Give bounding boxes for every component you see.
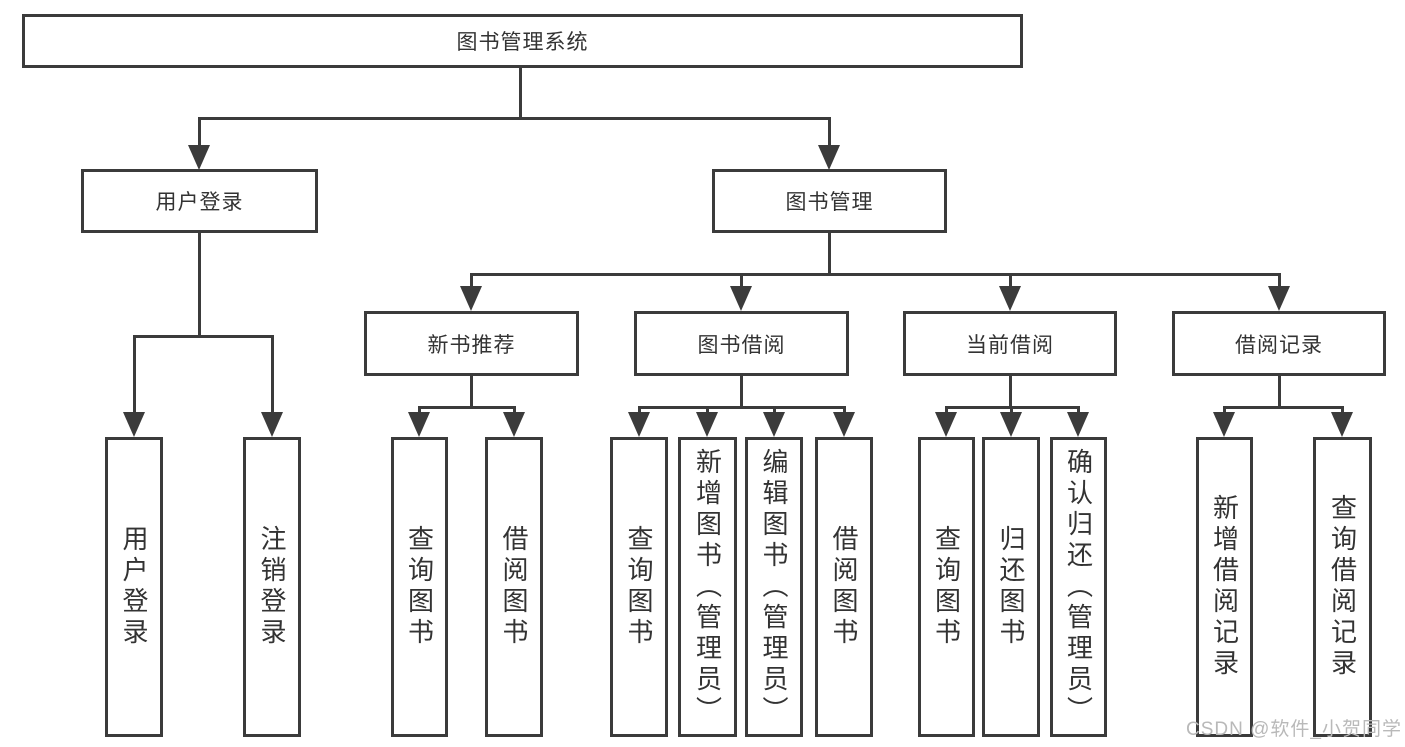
connector [1223, 406, 1344, 409]
node-label: 图书管理 [785, 191, 874, 214]
connector [133, 335, 136, 415]
node-new-book-recommend: 新书推荐 [364, 311, 579, 376]
leaf-label: 查询图书 [931, 525, 962, 649]
node-root-library-system: 图书管理系统 [22, 14, 1023, 68]
node-label: 借阅记录 [1235, 333, 1323, 357]
connector [1010, 406, 1013, 416]
arrowhead [188, 145, 210, 170]
connector [418, 406, 421, 416]
leaf-label: 用户登录 [119, 525, 149, 649]
arrowhead [503, 412, 525, 437]
leaf-label: 借阅图书 [829, 525, 859, 649]
connector [740, 376, 743, 407]
arrowhead [628, 412, 650, 437]
leaf-label: 借阅图书 [499, 525, 529, 649]
arrowhead [763, 412, 785, 437]
node-label: 图书管理系统 [456, 31, 589, 54]
leaf-query-books-borrowing: 查询图书 [610, 437, 668, 737]
leaf-query-books-recommend: 查询图书 [391, 437, 448, 737]
leaf-label: 编辑图书（管理员） [759, 447, 789, 727]
arrowhead [1000, 412, 1022, 437]
leaf-borrow-books-recommend: 借阅图书 [485, 437, 543, 737]
connector [706, 406, 709, 416]
arrowhead [1268, 286, 1290, 311]
leaf-label: 查询图书 [624, 525, 654, 649]
connector [198, 233, 201, 337]
node-book-management: 图书管理 [712, 169, 947, 233]
connector [1009, 376, 1012, 407]
connector [638, 406, 641, 416]
connector [470, 273, 1280, 276]
connector [1009, 273, 1012, 291]
connector [519, 68, 522, 118]
connector [1278, 273, 1281, 291]
leaf-label: 查询图书 [404, 525, 435, 649]
leaf-user-login: 用户登录 [105, 437, 163, 737]
leaf-edit-books-admin: 编辑图书（管理员） [745, 437, 803, 737]
arrowhead [1067, 412, 1089, 437]
connector [1278, 376, 1281, 407]
node-label: 当前借阅 [966, 333, 1054, 357]
leaf-logout: 注销登录 [243, 437, 301, 737]
node-user-login: 用户登录 [81, 169, 318, 233]
connector [198, 117, 201, 147]
connector [828, 117, 831, 147]
arrowhead [1331, 412, 1353, 437]
csdn-watermark: CSDN @软件_小贺同学 [1186, 719, 1402, 740]
connector [198, 117, 830, 120]
connector [271, 335, 274, 415]
connector [470, 376, 473, 407]
leaf-query-borrow-record: 查询借阅记录 [1313, 437, 1372, 737]
leaf-label: 新增借阅记录 [1209, 494, 1240, 680]
leaf-label: 新增图书（管理员） [692, 447, 723, 727]
connector [773, 406, 776, 416]
arrowhead [1213, 412, 1235, 437]
arrowhead [123, 412, 145, 437]
connector [1223, 406, 1226, 416]
connector [418, 406, 515, 409]
leaf-return-books: 归还图书 [982, 437, 1040, 737]
connector [133, 335, 274, 338]
node-borrowing-records: 借阅记录 [1172, 311, 1386, 376]
node-label: 图书借阅 [697, 333, 786, 357]
arrowhead [696, 412, 718, 437]
leaf-label: 确认归还（管理员） [1063, 447, 1094, 727]
node-label: 用户登录 [155, 191, 244, 214]
arrowhead [833, 412, 855, 437]
leaf-label: 归还图书 [996, 525, 1026, 649]
leaf-add-borrow-record: 新增借阅记录 [1196, 437, 1253, 737]
leaf-label: 注销登录 [257, 525, 287, 649]
arrowhead [261, 412, 283, 437]
connector [740, 273, 743, 291]
node-book-borrowing: 图书借阅 [634, 311, 849, 376]
leaf-borrow-books: 借阅图书 [815, 437, 873, 737]
arrowhead [408, 412, 430, 437]
connector [470, 273, 473, 291]
arrowhead [730, 286, 752, 311]
node-label: 新书推荐 [427, 333, 516, 357]
connector [513, 406, 516, 416]
node-current-borrowing: 当前借阅 [903, 311, 1117, 376]
connector [1077, 406, 1080, 416]
arrowhead [818, 145, 840, 170]
arrowhead [460, 286, 482, 311]
leaf-confirm-return-admin: 确认归还（管理员） [1050, 437, 1107, 737]
connector [828, 233, 831, 275]
arrowhead [935, 412, 957, 437]
leaf-add-books-admin: 新增图书（管理员） [678, 437, 737, 737]
connector [638, 406, 845, 409]
connector [945, 406, 948, 416]
connector [1341, 406, 1344, 416]
leaf-query-books-current: 查询图书 [918, 437, 975, 737]
connector [843, 406, 846, 416]
arrowhead [999, 286, 1021, 311]
leaf-label: 查询借阅记录 [1327, 494, 1358, 680]
